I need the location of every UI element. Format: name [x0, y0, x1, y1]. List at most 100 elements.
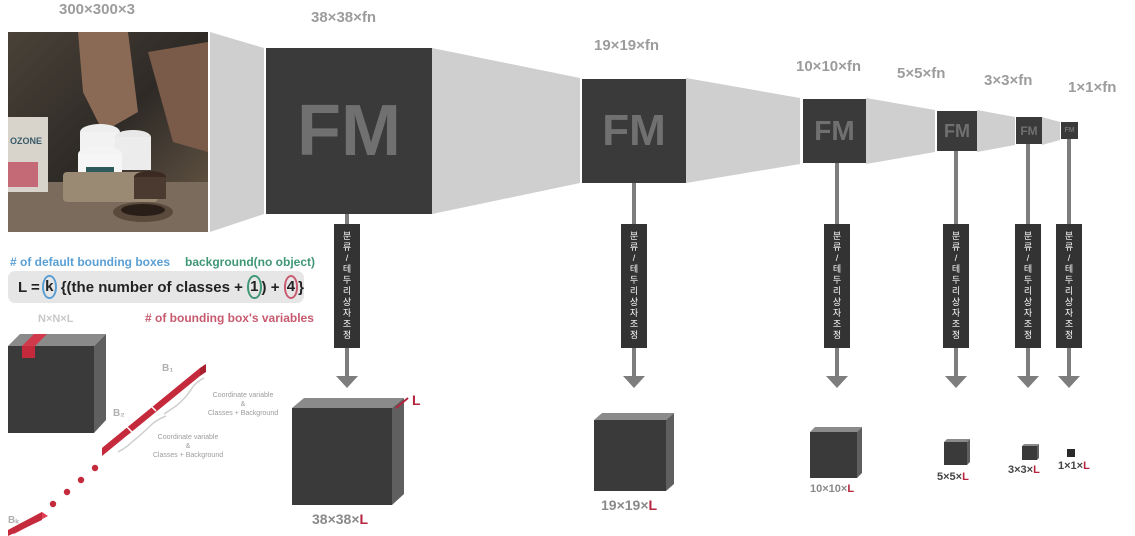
head-label-char: 조 — [1023, 319, 1033, 329]
output-cube-6 — [1067, 449, 1075, 457]
bbox-label-b2: B₂ — [113, 408, 125, 419]
head-label-char: 리 — [342, 286, 352, 296]
head-label-char: 두 — [629, 275, 639, 285]
output6-dims: 1×1×L — [1058, 460, 1090, 472]
head-label-char: 테 — [1023, 264, 1033, 274]
head-arrow-icon-5 — [1017, 376, 1039, 388]
funnel-segment-3 — [686, 78, 800, 183]
fm4-label: FM — [944, 120, 970, 141]
input-photo: OZONE — [8, 32, 208, 232]
head-label-char: 리 — [629, 286, 639, 296]
head-label-char: 류 — [951, 242, 961, 252]
head-label-char: 정 — [342, 330, 352, 340]
funnel-segment-5 — [977, 110, 1015, 152]
ellipsis-dot — [91, 464, 99, 472]
output1-dims: 38×38×L — [312, 511, 369, 527]
head-label-char: 상 — [832, 297, 842, 307]
head-label-char: 정 — [629, 330, 639, 340]
head-arrow-icon-2 — [623, 376, 645, 388]
head-label-char: 정 — [1023, 330, 1033, 340]
fm2-dims: 19×19×fn — [594, 37, 660, 54]
head-label-char: 테 — [832, 264, 842, 274]
head-label-char: 테 — [1064, 264, 1074, 274]
head-label-char: 류 — [629, 242, 639, 252]
fm1-label: FM — [297, 91, 401, 171]
head-label-char: 정 — [1064, 330, 1074, 340]
bbox-label-b1: B₁ — [162, 363, 174, 374]
fm2-block: FM — [582, 79, 686, 183]
funnel-segment-4 — [866, 98, 935, 164]
formula-one: 1 — [247, 275, 262, 299]
head-label-char: / — [835, 253, 839, 263]
head-label-char: 자 — [342, 308, 352, 318]
head-label-char: 상 — [342, 297, 352, 307]
head-label-char: 리 — [1064, 286, 1074, 296]
nnl-cube — [8, 334, 106, 433]
head-label-char: 정 — [951, 330, 961, 340]
head-label-char: 두 — [1064, 275, 1074, 285]
fm6-dims: 1×1×fn — [1068, 79, 1117, 96]
formula-close: ) + — [261, 278, 284, 296]
head-stem-top-2 — [632, 183, 636, 224]
funnel-segment-6 — [1042, 117, 1060, 145]
fm1-block: FM — [266, 48, 432, 214]
output-cube-1 — [292, 398, 404, 505]
note-2: Coordinate variable&Classes + Background — [152, 434, 224, 459]
head-label-char: 자 — [832, 308, 842, 318]
input-dims: 300×300×3 — [59, 1, 135, 18]
depth-indicator — [395, 397, 409, 409]
output-cube-4 — [944, 439, 970, 465]
formula-end: } — [298, 278, 305, 296]
fm5-label: FM — [1020, 123, 1038, 138]
legend-default-boxes: # of default bounding boxes — [10, 255, 170, 269]
fm4-dims: 5×5×fn — [897, 65, 946, 82]
head-label-char: 정 — [832, 330, 842, 340]
fm2-label: FM — [602, 106, 666, 155]
bbox-vector-bar-k — [8, 512, 48, 536]
legend-box-variables: # of bounding box's variables — [145, 311, 314, 325]
head-label-char: 테 — [629, 264, 639, 274]
ellipsis-dot — [49, 500, 57, 508]
fm1-dims: 38×38×fn — [311, 9, 377, 26]
bbox-label-bk: Bₖ — [8, 515, 20, 526]
head-arrow-icon-6 — [1058, 376, 1080, 388]
head-label-char: 분 — [1023, 231, 1033, 241]
head-label-char: 자 — [629, 308, 639, 318]
output3-dims: 10×10×L — [810, 483, 855, 495]
formula-mid: {(the number of classes + — [56, 278, 248, 296]
head-label-char: 조 — [629, 319, 639, 329]
formula-k: k — [42, 275, 57, 299]
output2-dims: 19×19×L — [601, 497, 658, 513]
brace-2 — [117, 415, 167, 453]
head-stem-bottom-3 — [835, 348, 839, 376]
head-label-char: 상 — [629, 297, 639, 307]
input-image: OZONE — [8, 32, 208, 232]
head-label-char: 조 — [342, 319, 352, 329]
head-label-char: / — [954, 253, 958, 263]
head-stem-top-1 — [345, 214, 349, 224]
head-arrow-icon-4 — [945, 376, 967, 388]
fm6-block: FM — [1061, 122, 1078, 139]
head-label-char: 리 — [951, 286, 961, 296]
head-stem-top-4 — [954, 151, 958, 224]
fm6-label: FM — [1064, 127, 1075, 134]
depth-L-label: L — [412, 392, 421, 408]
head-label-char: 상 — [1023, 297, 1033, 307]
head-label-char: / — [1026, 253, 1030, 263]
output4-dims: 5×5×L — [937, 471, 969, 483]
head-label-char: 류 — [342, 242, 352, 252]
legend-background: background(no object) — [185, 255, 315, 269]
head-label-char: / — [1067, 253, 1071, 263]
head-label-char: 두 — [832, 275, 842, 285]
head-label-char: 상 — [1064, 297, 1074, 307]
head-label-char: 분 — [832, 231, 842, 241]
head-label-char: 자 — [951, 308, 961, 318]
head-stem-bottom-2 — [632, 348, 636, 376]
fm3-block: FM — [803, 99, 866, 163]
head-label-char: 류 — [1064, 242, 1074, 252]
